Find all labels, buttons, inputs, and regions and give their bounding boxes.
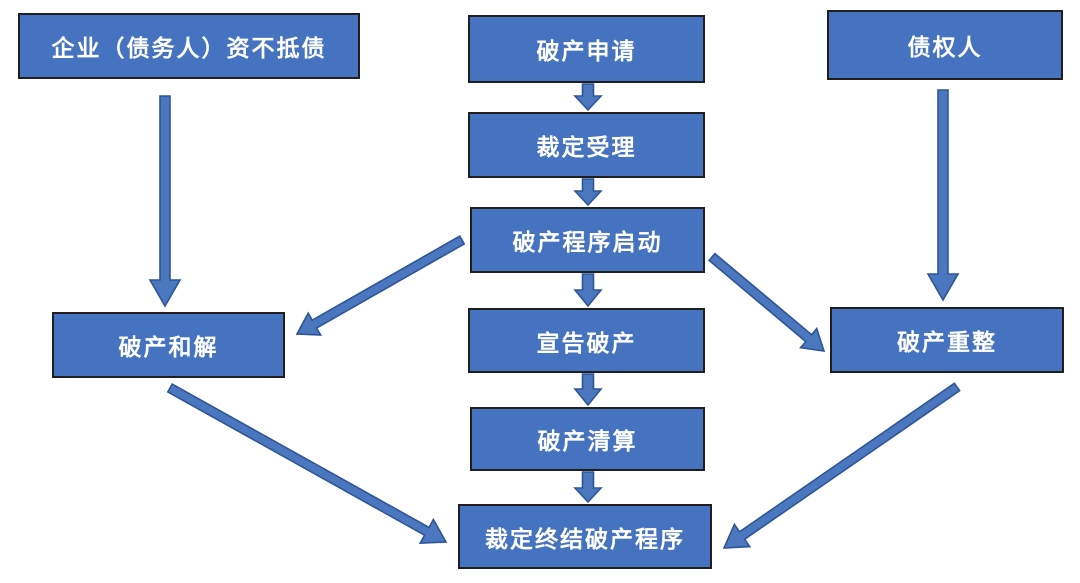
node-declare-bankruptcy: 宣告破产 [468,308,705,373]
arrow-debtor-insolvency-to-reconciliation [148,95,182,308]
node-label: 破产重整 [897,329,997,355]
node-liquidation: 破产清算 [470,407,705,471]
node-label: 裁定终结破产程序 [485,525,685,552]
node-label: 企业（债务人）资不抵债 [51,35,327,61]
node-label: 宣告破产 [536,329,637,356]
arrow-reconciliation-to-termination-ruling [166,383,448,544]
arrow-procedure-start-to-reorganization [707,252,826,352]
node-label: 破产申请 [536,38,637,64]
arrow-creditor-to-reorganization [926,89,960,302]
node-label: 破产和解 [118,334,219,360]
node-debtor-insolvency: 企业（债务人）资不抵债 [18,13,360,79]
node-procedure-start: 破产程序启动 [470,207,705,273]
node-label: 破产清算 [537,428,638,454]
arrow-ruling-acceptance-to-procedure-start [573,178,603,207]
arrow-reorganization-to-termination-ruling [722,382,961,549]
node-reconciliation: 破产和解 [52,312,285,378]
node-termination-ruling: 裁定终结破产程序 [458,504,712,569]
arrow-declare-bankruptcy-to-liquidation [573,373,603,407]
node-reorganization: 破产重整 [830,307,1064,373]
arrow-procedure-start-to-reconciliation [295,235,466,336]
arrow-bankruptcy-application-to-ruling-acceptance [573,83,603,112]
node-creditor: 债权人 [827,10,1063,80]
node-label: 破产程序启动 [512,229,663,255]
arrow-liquidation-to-termination-ruling [573,471,603,504]
node-bankruptcy-application: 破产申请 [468,15,705,83]
arrow-procedure-start-to-declare-bankruptcy [573,273,603,308]
node-label: 债权人 [907,34,983,60]
node-ruling-acceptance: 裁定受理 [468,112,705,178]
node-label: 裁定受理 [536,134,637,160]
